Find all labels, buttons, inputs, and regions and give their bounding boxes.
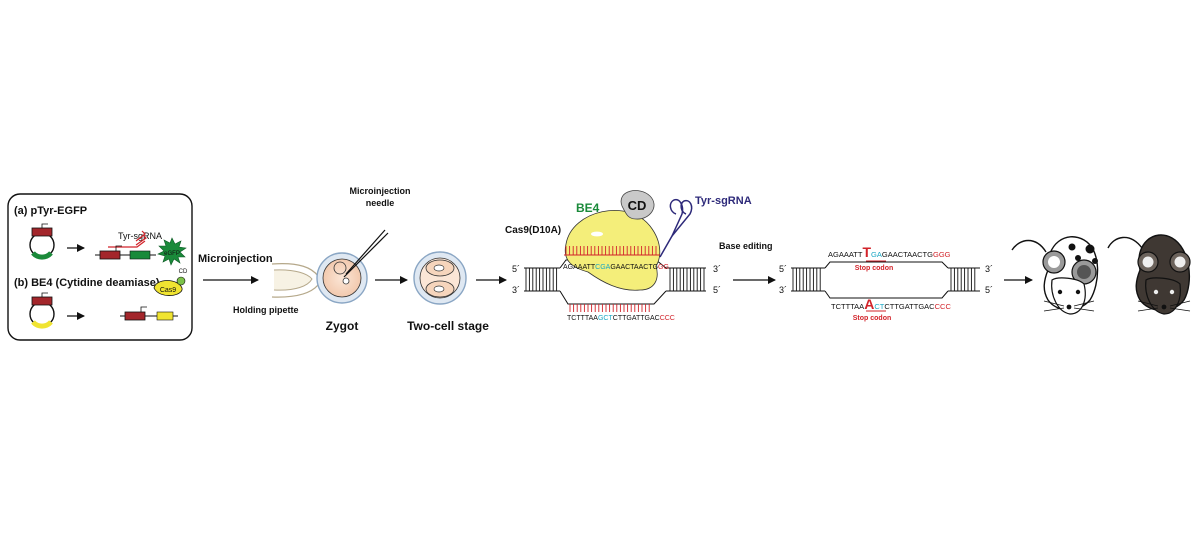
dark-mouse-icon bbox=[1107, 234, 1191, 315]
label-b: (b) BE4 (Cytidine deamiase) bbox=[14, 277, 160, 289]
dna-duplex-1 bbox=[524, 259, 706, 305]
seq2-top-sequence: AGAAATTTGAGAACTAACTGGGG bbox=[828, 244, 951, 260]
needle-label-line1: Microinjection bbox=[349, 186, 410, 196]
cas9-small-label: Cas9 bbox=[160, 287, 176, 294]
seq2-three-left: 3´ bbox=[779, 285, 787, 295]
sgrna-pairing-bars-bottom bbox=[569, 304, 650, 312]
seq1-three-left: 3´ bbox=[512, 285, 520, 295]
seq2-bottom-sequence: TCTTTAAACTCTTGATTGACCCC bbox=[831, 296, 951, 312]
stop-codon-label-bottom: Stop codon bbox=[853, 315, 892, 322]
holding-pipette-label: Holding pipette bbox=[233, 305, 299, 315]
cas9-d10a-label: Cas9(D10A) bbox=[505, 225, 561, 236]
seq1-five-right: 5´ bbox=[713, 285, 721, 295]
stop-codon-label-top: Stop codon bbox=[855, 265, 894, 272]
egfp-starburst-icon: eGFP bbox=[157, 237, 187, 266]
microinjection-needle-icon bbox=[343, 229, 389, 278]
zygot-label: Zygot bbox=[326, 319, 359, 333]
seq1-bottom-sequence: TCTTTAAGCTCTTGATTGACCCC bbox=[567, 315, 675, 322]
spotted-mouse-icon bbox=[1011, 236, 1099, 315]
holding-pipette-icon bbox=[271, 263, 319, 298]
cd-label: CD bbox=[628, 198, 647, 213]
cas9-cd-small-icon: Cas9 CD bbox=[153, 269, 188, 296]
panel-border bbox=[7, 193, 193, 341]
tyr-sgrna-label: Tyr-sgRNA bbox=[695, 195, 752, 207]
cd-domain-icon: CD bbox=[620, 190, 655, 220]
two-cell-embryo-icon bbox=[413, 251, 467, 305]
sgrna-small-icon bbox=[108, 230, 147, 248]
plasmid-a-icon bbox=[29, 223, 55, 260]
linear-construct-a bbox=[95, 245, 156, 260]
base-editing-label: Base editing bbox=[719, 241, 773, 251]
egfp-label: eGFP bbox=[164, 251, 180, 257]
construct-panel: (a) pTyr-EGFP Tyr-sgRNA eGFP (b) BE4 (Cy… bbox=[7, 193, 193, 341]
tyr-sgrna-small-label: Tyr-sgRNA bbox=[118, 231, 162, 241]
seq1-five-top: 5´ bbox=[512, 264, 520, 274]
seq2-five-right: 5´ bbox=[985, 285, 993, 295]
seq2-three-right: 3´ bbox=[985, 264, 993, 274]
needle-label-line2: needle bbox=[366, 198, 395, 208]
linear-construct-b bbox=[120, 306, 178, 321]
zygote-icon bbox=[316, 252, 368, 304]
microinjection-label: Microinjection bbox=[198, 253, 273, 265]
be4-label: BE4 bbox=[576, 201, 600, 215]
tyr-sgrna-hairpin-icon bbox=[659, 198, 693, 258]
cd-small-label: CD bbox=[179, 269, 188, 275]
dna-duplex-2 bbox=[791, 261, 980, 299]
seq2-five-top: 5´ bbox=[779, 264, 787, 274]
sgrna-pairing-bars-top bbox=[565, 246, 657, 255]
two-cell-label: Two-cell stage bbox=[407, 319, 489, 333]
plasmid-b-icon bbox=[29, 292, 55, 329]
seq1-top-sequence: AGAAATTCGAGAACTAACTGGG bbox=[563, 264, 669, 271]
seq1-three-right: 3´ bbox=[713, 264, 721, 274]
label-a: (a) pTyr-EGFP bbox=[14, 205, 87, 217]
